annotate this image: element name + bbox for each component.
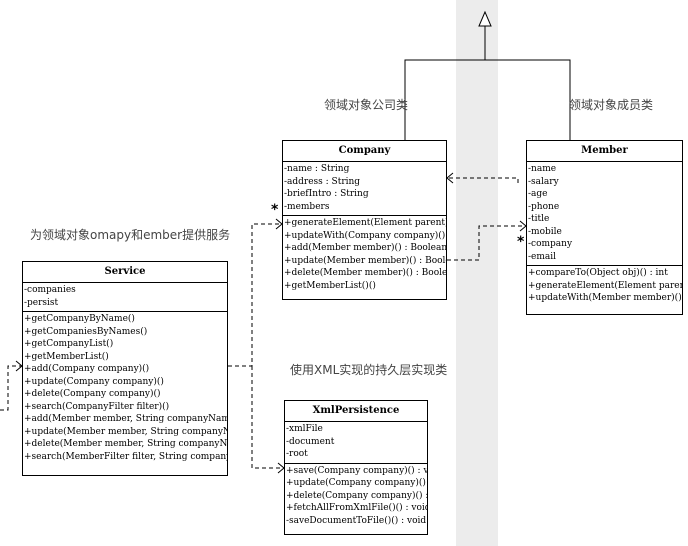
dependency-member-to-company [447,177,519,183]
attribute: -mobile [528,226,562,237]
dependency-left-to-service [0,365,22,411]
attribute: -address : String [284,176,361,187]
generalization-arrowhead [478,10,492,27]
attribute: -company [528,239,573,249]
attribute: -age [528,189,548,199]
attribute: -title [528,214,550,224]
attributes-section: -name -salary -age -phone -title -mobile… [527,162,682,266]
operations-section: +save(Company company)() : void +update(… [285,464,427,530]
operation: +search(CompanyFilter filter)() [24,401,170,412]
dependency-service-to-persistence [251,366,284,469]
operation: +add(Member member, String companyName)(… [24,414,227,424]
dependency-arrowhead-company [446,172,454,184]
generalization-line-company [404,59,485,140]
operation: +delete(Member member, String companyNam… [24,439,227,449]
attribute: -companies [24,285,76,295]
dependency-service-to-company [228,223,282,367]
attributes-section: -name : String -address : String -briefI… [283,162,446,216]
operation: +delete(Member member)() : Boolean [284,268,446,278]
persistence-note: 使用XML实现的持久层实现类 [290,363,448,377]
class-name: Company [283,141,446,162]
background-band [456,0,498,546]
attributes-section: -companies -persist [23,283,227,312]
operation: +getMemberList()() [284,280,376,291]
service-note: 为领域对象omapy和ember提供服务 [30,228,231,242]
multiplicity-member-company: * [517,234,525,250]
operation: +updateWith(Member member)() : void [528,293,682,303]
class-name: Service [23,262,227,283]
class-name: Member [527,141,682,162]
attribute: -phone [528,201,560,212]
attribute: -xmlFile [286,424,323,434]
attribute: -email [528,251,557,262]
operations-section: +getCompanyByName() +getCompaniesByNames… [23,312,227,465]
operation: +generateElement(Element parent)() [528,280,682,291]
operations-section: +compareTo(Object obj)() : int +generate… [527,266,682,307]
attribute: -name [528,164,557,174]
attribute: -root [286,449,308,459]
operation: +fetchAllFromXmlFile()() : void [286,503,427,513]
multiplicity-company-members: * [271,202,279,218]
operations-section: +generateElement(Element parent)() +upda… [283,216,446,294]
member-class[interactable]: Member -name -salary -age -phone -title … [526,140,683,315]
company-class-note: 领域对象公司类 [324,98,409,112]
class-name: XmlPersistence [285,401,427,422]
operation: +update(Company company)() : void [286,478,427,488]
attribute: -name : String [284,164,350,174]
dependency-company-to-member [447,225,526,261]
operation: +update(Company company)() [24,376,164,387]
operation: +update(Member member, String companyNam… [24,426,227,437]
operation: +updateWith(Company company)() : void [284,230,446,241]
attribute: -briefIntro : String [284,189,369,199]
operation: +compareTo(Object obj)() : int [528,268,668,278]
service-class[interactable]: Service -companies -persist +getCompanyB… [22,261,228,476]
operation: +getCompanyByName() [24,314,135,324]
operation: +getCompanyList() [24,339,114,349]
operation: -saveDocumentToFile()() : void [286,515,427,526]
operation: +save(Company company)() : void [286,465,427,476]
xml-persistence-class[interactable]: XmlPersistence -xmlFile -document -root … [284,400,428,535]
attribute: -members [284,201,330,212]
operation: +search(MemberFilter filter, String comp… [24,451,227,462]
operation: +add(Member member)() : Boolean [284,243,446,253]
operation: +delete(Company company)() : void [286,490,427,501]
attribute: -salary [528,176,559,187]
generalization-line-member [485,59,571,140]
operation: +update(Member member)() : Boolean [284,255,446,266]
attributes-section: -xmlFile -document -root [285,422,427,464]
operation: +generateElement(Element parent)() [284,218,446,228]
operation: +delete(Company company)() [24,389,161,399]
member-class-note: 领域对象成员类 [569,98,654,112]
attribute: -document [286,436,335,447]
attribute: -persist [24,297,59,308]
operation: +add(Company company)() [24,364,150,374]
company-class[interactable]: Company -name : String -address : String… [282,140,447,300]
operation: +getCompaniesByNames() [24,326,148,337]
operation: +getMemberList() [24,351,109,362]
